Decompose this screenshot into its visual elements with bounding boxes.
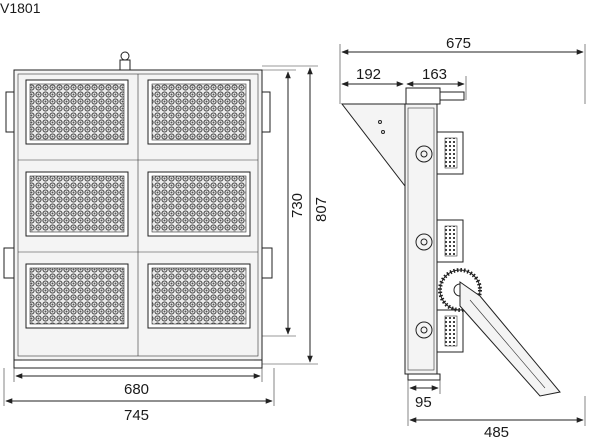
driver-box-2 xyxy=(436,219,464,263)
lower-bracket-arm xyxy=(459,281,561,397)
height-outer-label: 807 xyxy=(313,197,330,222)
driver-box-1 xyxy=(436,131,464,175)
depth-total-label: 675 xyxy=(446,35,471,52)
led-module-1-1 xyxy=(25,79,129,145)
height-inner-label: 730 xyxy=(289,193,306,218)
dimension-bracket-offset: 192 xyxy=(341,66,404,87)
dimension-module-depth: 163 xyxy=(406,66,467,100)
side-base-plate xyxy=(407,373,441,381)
led-module-2-1 xyxy=(25,171,129,237)
left-bracket-top xyxy=(5,91,15,133)
driver-box-3 xyxy=(436,309,464,353)
dimension-body-depth: 95 xyxy=(407,380,441,426)
pivot-joint-1 xyxy=(415,145,433,163)
bracket-offset-label: 192 xyxy=(356,66,381,83)
right-bracket-top xyxy=(261,91,271,133)
dimension-height-inner: 730 xyxy=(262,69,306,337)
dimension-height-outer: 807 xyxy=(262,65,330,365)
bracket-depth-label: 485 xyxy=(484,424,509,439)
width-outer-label: 745 xyxy=(124,407,149,424)
led-module-3-1 xyxy=(25,263,129,329)
body-depth-label: 95 xyxy=(415,394,432,411)
right-bracket-bottom xyxy=(261,247,273,279)
led-module-1-2 xyxy=(147,79,251,145)
side-view xyxy=(340,87,561,397)
side-housing xyxy=(404,103,438,375)
pivot-joint-3 xyxy=(415,321,433,339)
front-view xyxy=(3,51,273,369)
left-bracket-bottom xyxy=(3,247,15,279)
pivot-joint-2 xyxy=(415,233,433,251)
upper-bracket-arm xyxy=(340,103,406,188)
led-module-2-2 xyxy=(147,171,251,237)
dimension-width-inner: 680 xyxy=(13,368,263,398)
led-module-3-2 xyxy=(147,263,251,329)
dimension-width-outer: 745 xyxy=(3,368,275,424)
dimension-depth-total: 675 xyxy=(339,35,586,104)
dimension-bracket-depth: 485 xyxy=(409,396,586,439)
width-inner-label: 680 xyxy=(124,381,149,398)
front-base xyxy=(13,330,263,369)
module-depth-label: 163 xyxy=(422,66,447,83)
top-connector-icon xyxy=(119,51,131,71)
side-connector-icon xyxy=(405,87,441,105)
model-label: V1801 xyxy=(0,0,41,16)
